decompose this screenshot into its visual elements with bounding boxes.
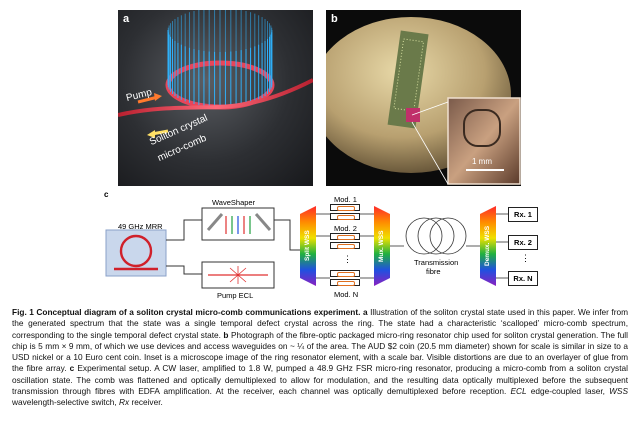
- demux-wss-text-wrap: Demux. WSS: [479, 213, 497, 279]
- mod-n-label: Mod. N: [334, 290, 359, 299]
- mrr-ring: [119, 234, 153, 268]
- demux-wss-label: Demux. WSS: [484, 225, 491, 267]
- demux-wss[interactable]: [480, 206, 496, 286]
- mux-wss-text-wrap: Mux. WSS: [373, 213, 391, 279]
- caption-wss: WSS: [609, 386, 628, 397]
- fibre-spool-1: [405, 217, 443, 255]
- caption-b-text: Photograph of the fibre-optic packaged m…: [12, 329, 628, 374]
- mod-nb-box[interactable]: [330, 279, 360, 286]
- comb-lines: [167, 10, 273, 107]
- inset-ring: [463, 109, 501, 147]
- waveshaper-label: WaveShaper: [212, 198, 256, 207]
- mod-1-label: Mod. 1: [334, 195, 357, 204]
- chip-photo: [326, 17, 521, 185]
- setup-diagram: [105, 206, 508, 289]
- scale-label: 1 mm: [472, 157, 492, 166]
- bus-waveguide: [118, 78, 313, 117]
- panel-a-illustration: a Pump Soliton crystal micro-comb: [118, 10, 313, 186]
- caption-wss-text: wavelength-selective switch,: [12, 397, 117, 408]
- comb-arrow-head: [147, 130, 155, 138]
- rx-n[interactable]: Rx. N: [508, 271, 538, 286]
- mod-n-box[interactable]: [330, 270, 360, 277]
- caption-ecl: ECL: [510, 386, 527, 397]
- mux-wss-label: Mux. WSS: [378, 230, 385, 262]
- caption-b-label: b: [223, 329, 229, 340]
- figure-caption: Fig. 1 Conceptual diagram of a soliton c…: [12, 307, 628, 409]
- caption-fig: Fig. 1: [12, 307, 34, 317]
- rx-vdots: ⋮: [521, 253, 530, 263]
- rx-2[interactable]: Rx. 2: [508, 235, 538, 250]
- pump-arrow-head: [154, 93, 162, 101]
- panel-c-label: c: [104, 190, 109, 199]
- fibre-array: [387, 30, 429, 129]
- caption-c-label: c: [69, 363, 75, 374]
- caption-title: Conceptual diagram of a soliton crystal …: [36, 307, 361, 317]
- ring-illustration: [118, 10, 313, 138]
- mod-1b-box[interactable]: [330, 213, 360, 220]
- mod-2b-box[interactable]: [330, 242, 360, 249]
- panel-b-photograph: b 1 mm: [326, 10, 521, 186]
- split-wss-text-wrap: Split WSS: [299, 213, 317, 279]
- pump-ecl-label: Pump ECL: [217, 291, 254, 300]
- caption-rx: Rx: [119, 397, 130, 408]
- split-wss[interactable]: [300, 206, 316, 286]
- mod-vdots: ⋮: [343, 254, 352, 264]
- caption-a-label: a: [362, 307, 368, 317]
- rx-1[interactable]: Rx. 1: [508, 207, 538, 222]
- mux-wss[interactable]: [374, 206, 390, 286]
- mod-2-box[interactable]: [330, 233, 360, 240]
- mod-2-label: Mod. 2: [334, 224, 357, 233]
- panel-c-setup: c: [104, 190, 540, 302]
- caption-rx-text: receiver.: [131, 397, 163, 408]
- caption-ecl-text: edge-coupled laser,: [530, 386, 605, 397]
- panel-b-label: b: [331, 13, 338, 25]
- mod-1-box[interactable]: [330, 204, 360, 211]
- fibre-label-line2: fibre: [426, 267, 441, 276]
- caption-a-text: Illustration of the soliton crystal stat…: [12, 307, 629, 340]
- caption-c-text: Experimental setup. A CW laser, amplifie…: [12, 363, 628, 397]
- panel-a-label: a: [123, 13, 130, 25]
- fibre-label-line1: Transmission: [414, 258, 459, 267]
- fibre-spool-3: [429, 217, 467, 255]
- mrr-label: 49 GHz MRR: [118, 222, 163, 231]
- fibre-spool-2: [417, 217, 455, 255]
- split-wss-label: Split WSS: [304, 230, 311, 262]
